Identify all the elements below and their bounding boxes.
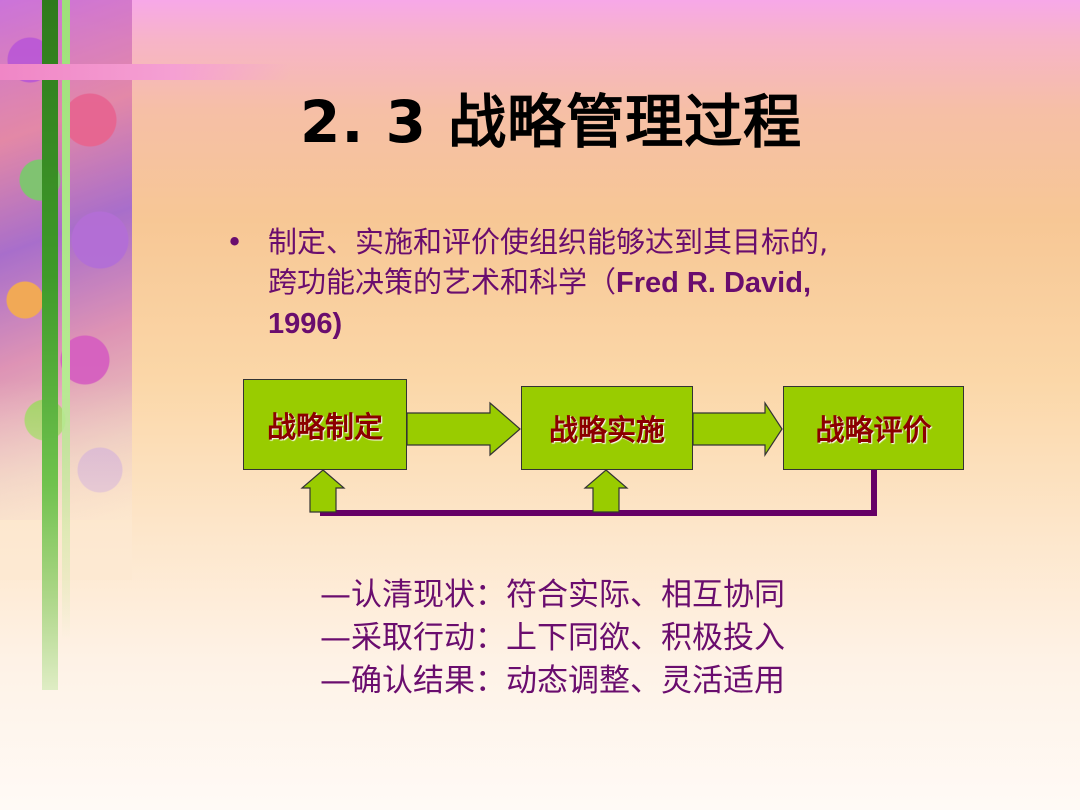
slide-title: 2. 3 战略管理过程 <box>300 88 803 156</box>
note-line-1: —认清现状：符合实际、相互协同 <box>320 577 785 613</box>
step-strategy-implementation: 战略实施 <box>521 386 693 470</box>
bullet-line-3-year: 1996) <box>268 308 343 340</box>
note-line-3: —确认结果：动态调整、灵活适用 <box>320 663 785 699</box>
feedback-arrow-to-formulation <box>300 469 346 513</box>
feedback-arrow-to-implementation <box>583 469 629 513</box>
note-line-2: —采取行动：上下同欲、积极投入 <box>320 620 785 656</box>
bullet-line-1: 制定、实施和评价使组织能够达到其目标的, <box>268 225 829 259</box>
step-strategy-evaluation: 战略评价 <box>783 386 964 470</box>
step-strategy-formulation: 战略制定 <box>243 379 407 470</box>
bullet-line-2-citation: Fred R. David, <box>616 267 812 299</box>
bullet-marker: • <box>226 225 244 259</box>
definition-bullet: • 制定、实施和评价使组织能够达到其目标的, 跨功能决策的艺术和科学（Fred … <box>226 222 986 344</box>
arrow-formulation-to-implementation <box>406 401 521 457</box>
decorative-vertical-bar <box>42 0 58 690</box>
bullet-text: 制定、实施和评价使组织能够达到其目标的, 跨功能决策的艺术和科学（Fred R.… <box>268 222 828 344</box>
arrow-implementation-to-evaluation <box>692 400 783 458</box>
bullet-line-2-cn: 跨功能决策的艺术和科学（ <box>268 265 617 299</box>
process-notes: —认清现状：符合实际、相互协同 —采取行动：上下同欲、积极投入 —确认结果：动态… <box>320 574 785 703</box>
decorative-horizontal-bar <box>0 64 290 80</box>
decorative-vertical-bar-light <box>62 0 70 640</box>
